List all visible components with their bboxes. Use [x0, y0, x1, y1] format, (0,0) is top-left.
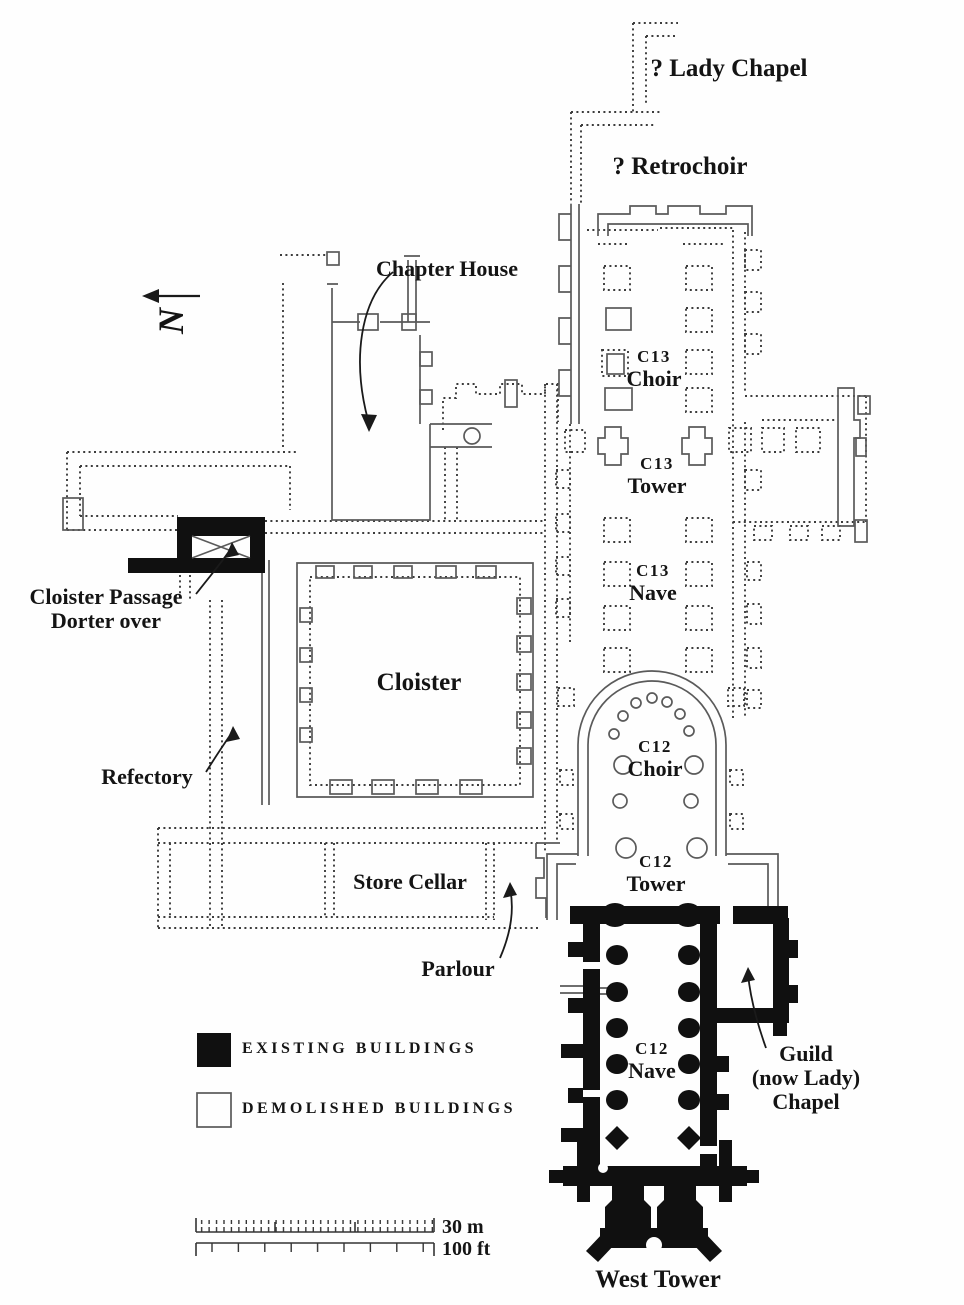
existing-buildings-layer [128, 517, 798, 1262]
label-c12-nave: C12 Nave [628, 1039, 676, 1083]
legend-item-existing: EXISTING BUILDINGS [242, 1040, 478, 1057]
scale-ticks-imperial [196, 1243, 434, 1252]
label-c12-choir: C12 Choir [627, 737, 683, 781]
arrow-heads [225, 414, 755, 983]
legend-swatch-existing [197, 1033, 231, 1067]
parlour-arrow [499, 887, 513, 959]
north-arrow [142, 289, 200, 303]
label-chapter-house: Chapter House [376, 256, 518, 281]
legend-swatch-demolished [196, 1092, 232, 1128]
label-cloister-passage: Cloister Passage Dorter over [29, 584, 183, 634]
label-cloister: Cloister [376, 669, 462, 696]
scale-ticks-metric [196, 1220, 434, 1232]
label-store-cellar: Store Cellar [353, 869, 467, 894]
label-c13-choir: C13 Choir [626, 347, 682, 391]
label-west-tower: West Tower [595, 1266, 721, 1293]
scale-bar [195, 1218, 435, 1256]
scale-label-metric: 30 m [442, 1216, 484, 1238]
legend-item-demolished: DEMOLISHED BUILDINGS [242, 1100, 517, 1117]
stair-cross [191, 535, 251, 559]
label-c13-nave: C13 Nave [629, 561, 677, 605]
north-letter: N [151, 308, 191, 334]
label-c13-tower: C13 Tower [627, 454, 687, 498]
label-guild-chapel: Guild (now Lady) Chapel [751, 1041, 861, 1115]
label-parlour: Parlour [421, 956, 495, 981]
chapter-house-arrow [359, 271, 394, 421]
label-c12-tower: C12 Tower [626, 852, 686, 896]
label-refectory: Refectory [101, 764, 193, 789]
demolished-outline-layer [62, 204, 871, 995]
label-lady-chapel: ? Lady Chapel [650, 55, 808, 82]
conjectural-dotted-layer [66, 22, 867, 929]
scale-label-imperial: 100 ft [442, 1238, 491, 1260]
label-retrochoir: ? Retrochoir [612, 153, 748, 180]
